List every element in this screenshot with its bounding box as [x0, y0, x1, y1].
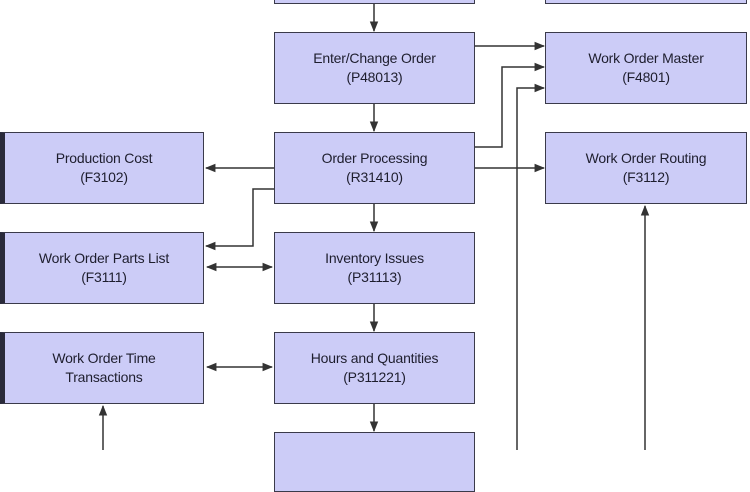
node-work-order-routing-name: Work Order Routing [585, 150, 707, 166]
node-hours-and-quantities: Hours and Quantities (P311221) [274, 332, 475, 404]
node-time-transactions-line1: Work Order Time [52, 350, 156, 366]
edge-order-processing-to-parts-list [204, 188, 274, 251]
node-work-order-master: Work Order Master (F4801) [545, 32, 747, 104]
node-work-order-parts-list: Work Order Parts List (F3111) [0, 232, 204, 304]
node-inventory-issues-name: Inventory Issues [325, 250, 424, 266]
node-enter-change-order: Enter/Change Order (P48013) [274, 32, 475, 104]
flow-connectors [98, 4, 650, 450]
node-parts-list-id: (F3111) [81, 269, 127, 285]
node-top-center [274, 0, 475, 4]
node-production-cost-name: Production Cost [55, 150, 153, 166]
node-order-processing: Order Processing (R31410) [274, 132, 475, 204]
node-work-order-routing: Work Order Routing (F3112) [545, 132, 747, 204]
node-work-order-routing-id: (F3112) [622, 169, 670, 185]
node-hours-quantities-name: Hours and Quantities [310, 350, 439, 366]
node-work-order-master-id: (F4801) [622, 69, 670, 85]
node-inventory-issues: Inventory Issues (P31113) [274, 232, 475, 304]
node-time-transactions-line2: Transactions [65, 369, 143, 385]
node-enter-change-order-name: Enter/Change Order [313, 50, 436, 66]
node-enter-change-order-id: (P48013) [346, 69, 403, 85]
node-order-processing-id: (R31410) [346, 169, 403, 185]
node-production-cost: Production Cost (F3102) [0, 132, 204, 204]
edge-external-to-work-order-master [516, 83, 546, 450]
node-bottom-center [274, 432, 475, 492]
edge-order-processing-to-work-order-master [475, 62, 546, 148]
node-work-order-time-transactions: Work Order Time Transactions [0, 332, 204, 404]
node-parts-list-name: Work Order Parts List [38, 250, 170, 266]
node-inventory-issues-id: (P31113) [347, 269, 402, 285]
node-work-order-master-name: Work Order Master [588, 50, 704, 66]
node-hours-quantities-id: (P311221) [343, 369, 406, 385]
node-order-processing-name: Order Processing [321, 150, 428, 166]
node-production-cost-id: (F3102) [80, 169, 128, 185]
node-top-right [545, 0, 747, 4]
